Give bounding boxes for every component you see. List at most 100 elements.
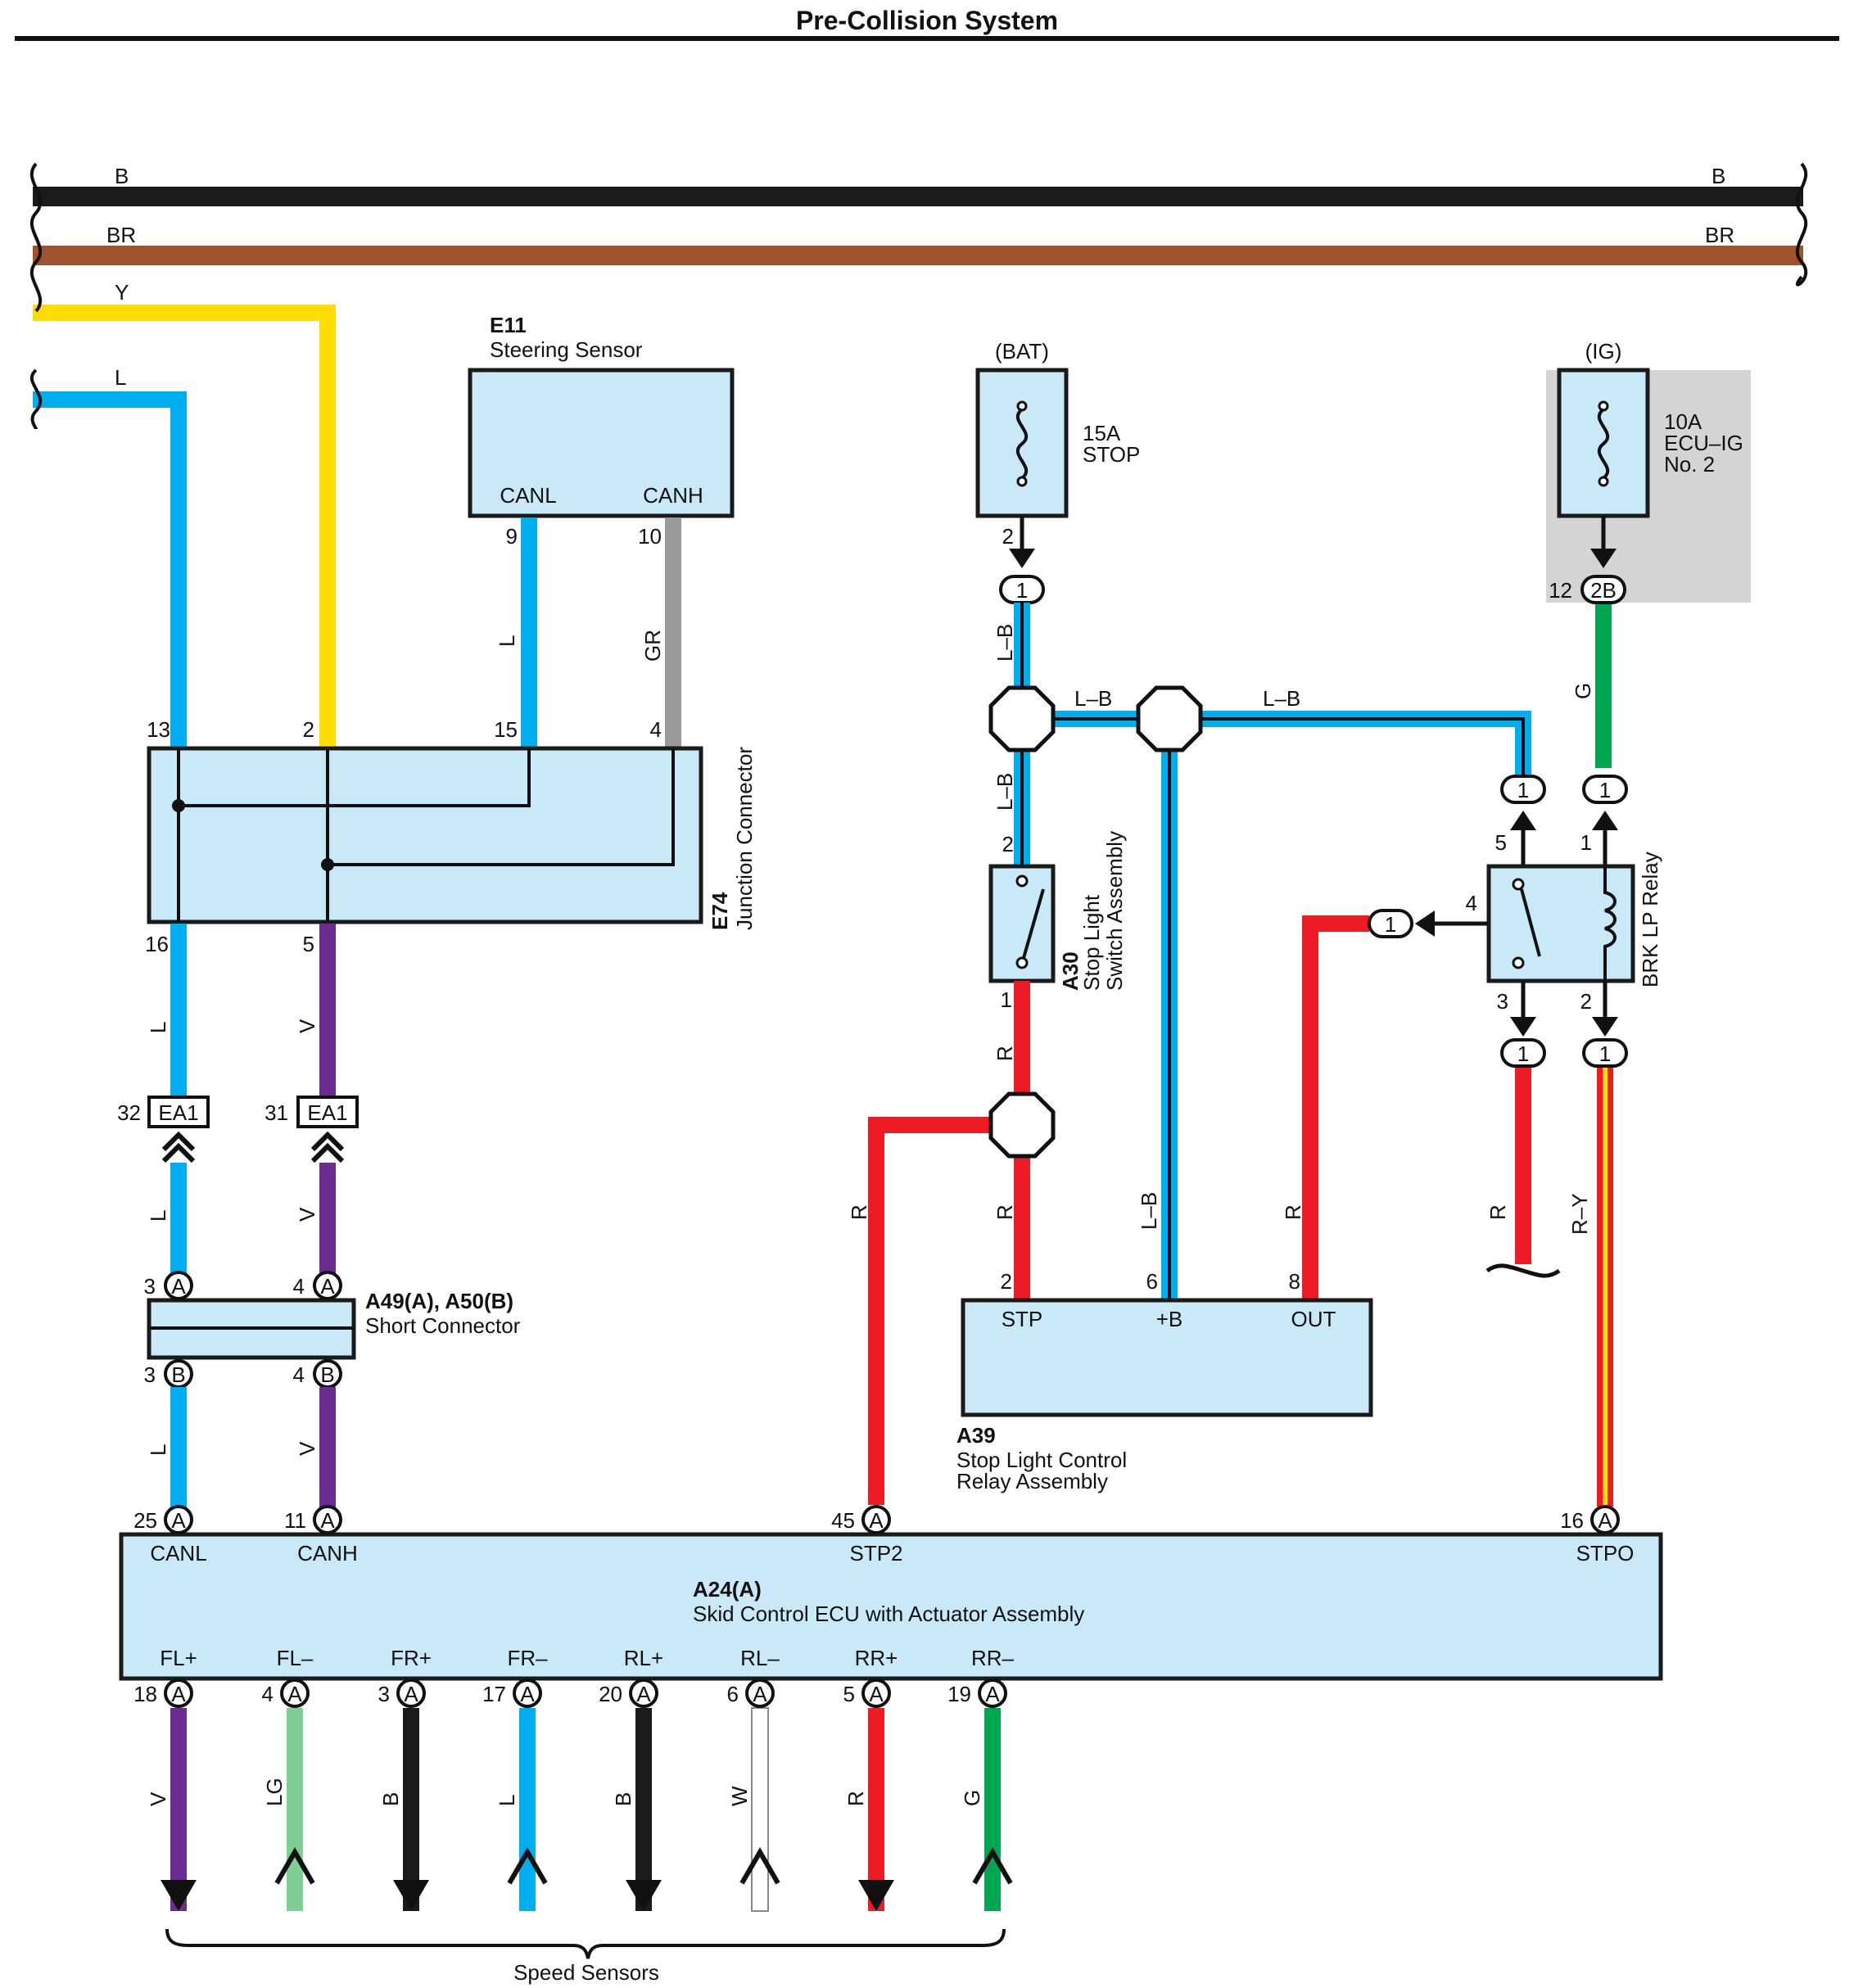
ig-fuse-terminal-bottom <box>1598 476 1609 487</box>
a24-bottom-pin-letter: A <box>287 1682 302 1706</box>
ea1-pin-32: 32 <box>117 1100 141 1125</box>
sensor-wire <box>170 1708 187 1911</box>
e74-junction-connector: 13 2 15 4 16 5 E74 Junction Connector <box>145 717 757 956</box>
a24-bottom-term: RR+ <box>855 1646 898 1670</box>
wire-label-lb-3: L–B <box>1074 686 1112 711</box>
e11-wire-canh: GR <box>640 630 665 662</box>
a24-bottom-pin-num: 19 <box>947 1682 971 1706</box>
a24-bottom-term: FL– <box>277 1646 314 1670</box>
a50-pin-3-num: 3 <box>144 1362 156 1387</box>
a24-bottom-term: RL– <box>740 1646 780 1670</box>
wire-label-l-3: L <box>146 1444 170 1456</box>
bat-fuse-terminal-top <box>1016 400 1028 412</box>
wire-l-2 <box>170 1163 187 1285</box>
a24-bottom-pin <box>280 1679 310 1708</box>
wire-l-3 <box>170 1387 187 1510</box>
a24-top-term: STPO <box>1576 1541 1635 1566</box>
a24-bottom-term: FR– <box>507 1646 548 1670</box>
ig-connector <box>1580 575 1626 604</box>
ig-fuse: (IG) 10A ECU–IG No. 2 2B 12 G <box>1546 339 1751 768</box>
ea1-left-chevron-icon <box>161 1131 196 1163</box>
ig-fuse-amp: 10A <box>1664 409 1703 434</box>
sensor-wire-label: R <box>843 1791 868 1806</box>
r-wires: R R R R <box>847 915 1369 1505</box>
bat-pin: 2 <box>1002 524 1014 549</box>
a30-pin-2: 2 <box>1002 832 1014 856</box>
wire-label-v-5: V <box>295 1019 319 1033</box>
a24-top-term: CANL <box>150 1541 206 1566</box>
a24-bottom-pin <box>978 1679 1007 1708</box>
relay-jn-1 <box>1582 775 1628 804</box>
e11-pin-canl: 9 <box>506 524 518 549</box>
a24-top-pin <box>861 1505 891 1534</box>
sensor-wire <box>984 1708 1001 1911</box>
sensor-wire <box>868 1708 884 1911</box>
sensor-wire <box>519 1708 536 1911</box>
a49-pin-3-num: 3 <box>144 1274 156 1299</box>
wire-v-5 <box>319 924 336 1097</box>
ea1-right <box>296 1096 359 1128</box>
wire-v-3 <box>319 1387 336 1510</box>
a24-bottom-pin-letter: A <box>636 1682 651 1706</box>
wire-label-v-2: V <box>295 1207 319 1222</box>
sensor-wire-label: V <box>146 1791 170 1806</box>
a24-bottom-pin <box>861 1679 891 1708</box>
e11-wire-canl: L <box>495 635 519 647</box>
ig-pin: 12 <box>1549 578 1572 603</box>
a50-pin-3-letter: B <box>171 1362 185 1387</box>
a24-top-pin-letter: A <box>869 1508 884 1533</box>
a24-bottom-pin-num: 6 <box>727 1682 739 1706</box>
relay-jn-2-num: 1 <box>1599 1041 1611 1066</box>
wire-e11-canh <box>665 517 681 747</box>
speed-sensors-label: Speed Sensors <box>513 1960 659 1985</box>
splice-lb-2 <box>1136 685 1203 752</box>
relay-jn-3 <box>1500 1038 1546 1068</box>
wire-label-l-2: L <box>146 1210 170 1222</box>
sensor-wire-label: B <box>611 1792 635 1806</box>
bus-wires: B B BR BR Y L <box>29 162 1808 747</box>
sensor-arrow-down-icon <box>858 1880 894 1911</box>
a24-name: Skid Control ECU with Actuator Assembly <box>693 1602 1084 1626</box>
wire-label-r-3: R <box>847 1204 871 1220</box>
e74-pin-15: 15 <box>494 717 518 742</box>
ig-wire-label: G <box>1571 683 1595 699</box>
wire-label-b-left: B <box>115 164 129 188</box>
bat-label: (BAT) <box>995 339 1049 364</box>
a24-top-pin-num: 11 <box>284 1508 306 1533</box>
a24-bottom-pin-letter: A <box>171 1682 186 1706</box>
a24-bottom-pin-num: 4 <box>262 1682 274 1706</box>
sensor-wire-label: B <box>378 1792 403 1806</box>
speed-sensors-bracket <box>165 1928 1006 1959</box>
a24-bottom-term: FR+ <box>391 1646 432 1670</box>
a50-pin-4-num: 4 <box>293 1362 305 1387</box>
a39-box <box>961 1298 1373 1417</box>
a39-pin-6: 6 <box>1146 1269 1158 1294</box>
e74-pin-16: 16 <box>145 932 169 956</box>
a30-pin-1: 1 <box>1001 987 1012 1012</box>
a24-top-term: STP2 <box>849 1541 902 1566</box>
wire-label-lb-4: L–B <box>1263 686 1300 711</box>
e11-steering-sensor: E11 Steering Sensor CANL CANH 9 10 L GR <box>468 313 735 747</box>
coil-icon <box>1603 866 1617 981</box>
e74-name: Junction Connector <box>732 747 757 930</box>
wire-label-br-left: BR <box>106 223 136 247</box>
relay-jn-5-num: 1 <box>1517 778 1529 802</box>
wire-label-lb-1: L–B <box>993 624 1017 662</box>
a24-bottom-pin-num: 3 <box>378 1682 390 1706</box>
bat-fuse-terminal-bottom <box>1016 476 1028 487</box>
e74-code: E74 <box>708 892 732 930</box>
switch-icon <box>1022 888 1045 959</box>
sensor-wire <box>751 1707 769 1912</box>
fuse-icon <box>1015 408 1029 480</box>
a24-bottom-pin-letter: A <box>404 1682 418 1706</box>
bat-arrow-icon <box>1009 549 1035 568</box>
sensor-arrow-down-icon <box>393 1880 429 1911</box>
a24-bottom-pin-num: 17 <box>482 1682 506 1706</box>
wire-r-relay <box>1515 1068 1531 1264</box>
a24-bottom-pin <box>745 1679 775 1708</box>
e74-internal-links <box>177 748 675 922</box>
a39-pin-8: 8 <box>1289 1269 1300 1294</box>
ig-connector-label: 2B <box>1590 578 1617 603</box>
e11-box <box>468 368 735 518</box>
a24-code: A24(A) <box>693 1577 762 1602</box>
